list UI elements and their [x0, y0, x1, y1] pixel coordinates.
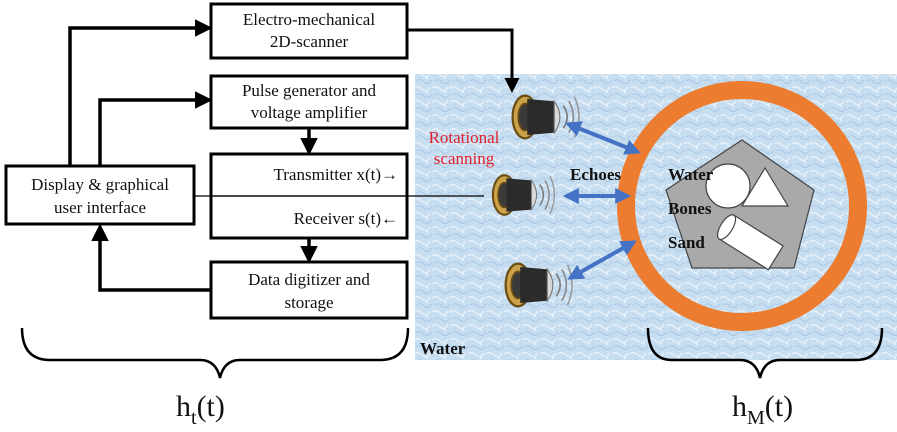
brace-right	[646, 327, 884, 379]
bone-circle	[705, 163, 751, 209]
scanner-label-2: 2D-scanner	[270, 32, 349, 51]
echo-arrows	[562, 121, 641, 280]
arrow-display-to-pulse	[98, 91, 213, 166]
block-display: Display & graphical user interface	[4, 164, 196, 226]
block-scanner: Electro-mechanical 2D-scanner	[209, 2, 409, 60]
display-label-2: user interface	[54, 198, 146, 217]
ht-label: ht(t)	[176, 390, 225, 429]
block-connections	[68, 19, 520, 292]
receiver-label: Receiver s(t)←	[294, 209, 398, 228]
pulse-label-1: Pulse generator and	[242, 81, 377, 100]
rotational-label-2: scanning	[434, 149, 495, 168]
label-bones: Bones	[668, 199, 712, 218]
container-ring	[617, 81, 867, 331]
hm-label: hM(t)	[732, 390, 793, 429]
digitizer-label-2: storage	[284, 293, 333, 312]
label-water-inner: Water	[668, 165, 714, 184]
echo-arrow-bottom	[567, 240, 637, 280]
label-sand: Sand	[668, 233, 705, 252]
rotational-label-1: Rotational	[429, 128, 500, 147]
tank-water-label: Water	[420, 339, 466, 358]
arrow-scanner-to-transducer	[407, 28, 520, 93]
echoes-label: Echoes	[570, 165, 621, 184]
pulse-label-2: voltage amplifier	[251, 103, 368, 122]
scanner-label-1: Electro-mechanical	[243, 10, 375, 29]
arrow-display-to-scanner	[68, 19, 213, 166]
block-pulse-generator: Pulse generator and voltage amplifier	[209, 74, 409, 130]
brace-left	[20, 327, 410, 379]
bone-cylinder	[716, 214, 784, 271]
block-digitizer: Data digitizer and storage	[209, 260, 409, 320]
transmitter-label: Transmitter x(t)→	[273, 165, 398, 184]
bone-triangle	[740, 166, 790, 207]
display-label-1: Display & graphical	[31, 175, 169, 194]
arrow-digitizer-to-display	[91, 223, 211, 292]
digitizer-label-1: Data digitizer and	[248, 270, 370, 289]
echo-arrow-top	[565, 121, 641, 155]
